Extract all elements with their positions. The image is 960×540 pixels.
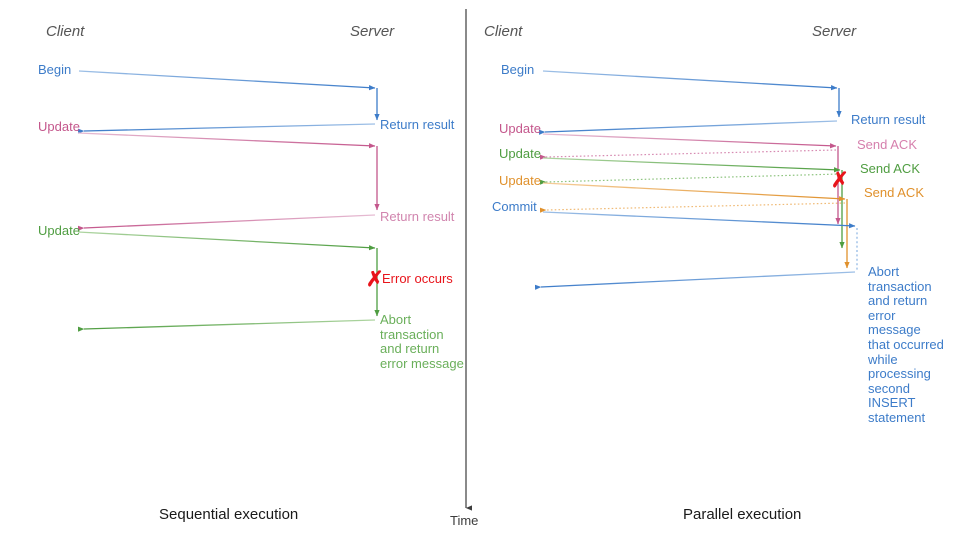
time-axis-label: Time bbox=[450, 513, 479, 528]
right-message-begin-label: Begin bbox=[501, 62, 535, 77]
left-error-x-icon: ✗ bbox=[366, 268, 384, 291]
arrow-commit-right bbox=[542, 211, 856, 229]
right-message-update-1-label: Update bbox=[499, 121, 541, 136]
right-panel-caption: Parallel execution bbox=[683, 506, 802, 523]
left-actor-server-label: Server bbox=[350, 23, 395, 40]
left-message-return-result-1-label: Return result bbox=[380, 117, 455, 132]
right-message-abort-text: Abort transaction and return error messa… bbox=[868, 264, 944, 425]
left-message-update-2-label: Update bbox=[38, 223, 80, 238]
right-message-send-ack-1-label: Send ACK bbox=[857, 137, 917, 152]
arrow-update-2-left bbox=[77, 231, 376, 251]
right-actor-server-label: Server bbox=[812, 23, 857, 40]
left-message-update-1-label: Update bbox=[38, 119, 80, 134]
right-message-return-result-label: Return result bbox=[851, 112, 926, 127]
left-message-error-occurs-label: Error occurs bbox=[382, 271, 453, 286]
left-panel-caption: Sequential execution bbox=[159, 506, 299, 523]
left-message-abort-text: Abort transaction and return error messa… bbox=[380, 312, 464, 371]
arrow-return-result-1-left bbox=[77, 123, 376, 134]
arrow-abort-right bbox=[534, 271, 856, 290]
arrow-update-2-right bbox=[542, 157, 841, 173]
arrow-begin-left bbox=[78, 70, 376, 91]
arrow-update-3-right bbox=[542, 182, 846, 202]
right-message-update-3-label: Update bbox=[499, 173, 541, 188]
left-actor-client-label: Client bbox=[46, 23, 85, 40]
right-message-commit-label: Commit bbox=[492, 199, 537, 214]
right-message-send-ack-3-label: Send ACK bbox=[864, 185, 924, 200]
arrow-send-ack-2-right bbox=[539, 173, 841, 185]
arrow-send-ack-1-right bbox=[539, 149, 837, 160]
right-error-x-icon: ✗ bbox=[831, 169, 849, 192]
right-message-send-ack-2-label: Send ACK bbox=[860, 161, 920, 176]
left-panel-arrows bbox=[77, 70, 380, 332]
arrow-abort-left bbox=[77, 319, 376, 332]
arrow-begin-right bbox=[542, 70, 838, 91]
arrow-update-1-left bbox=[77, 132, 376, 149]
arrow-return-result-2-left bbox=[77, 214, 376, 231]
arrow-return-result-right bbox=[538, 120, 838, 135]
arrow-update-1-right bbox=[542, 133, 837, 149]
left-message-begin-label: Begin bbox=[38, 62, 72, 77]
right-message-update-2-label: Update bbox=[499, 146, 541, 161]
arrow-send-ack-3-right bbox=[539, 202, 846, 213]
left-message-return-result-2-label: Return result bbox=[380, 209, 455, 224]
right-actor-client-label: Client bbox=[484, 23, 523, 40]
right-panel-arrows bbox=[534, 70, 858, 290]
